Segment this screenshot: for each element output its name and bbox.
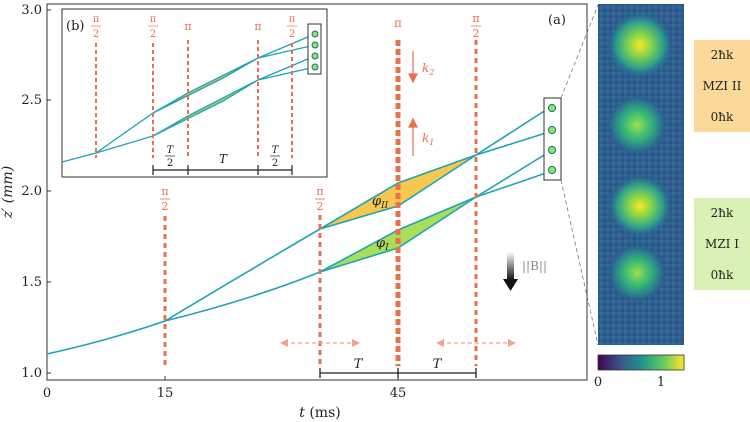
mzi1-upper-momentum: 2ħk (710, 206, 734, 221)
mzi1-label: MZI I (705, 236, 739, 251)
phase-label-lower: φI (376, 236, 389, 253)
x-axis-label: t (ms) (299, 405, 340, 421)
interval-T-2: T (433, 357, 443, 372)
inset-port (311, 41, 319, 49)
inset-frame (61, 8, 328, 178)
inset-port (311, 63, 319, 71)
k-arrows (408, 51, 418, 156)
x-axis (46, 376, 399, 380)
output-port (547, 165, 557, 175)
y-tick-2.5: 2.5 (21, 93, 42, 108)
magnetic-field-label: ||B|| (522, 259, 547, 273)
pulses-main (163, 40, 478, 366)
inset-pulses (95, 40, 293, 158)
colorbar (597, 354, 685, 371)
inset-pulse-labels: π 2 π 2 π π π 2 (91, 14, 297, 40)
y-tick-2.0: 2.0 (21, 184, 42, 199)
pulse-label-4-den: 2 (473, 27, 480, 40)
mzi2-box: 2ħk MZI II 0ħk (694, 40, 750, 132)
y-tick-1.0: 1.0 (21, 366, 42, 381)
inset-trajectories (61, 33, 316, 163)
pulse-label-1-den: 2 (162, 200, 169, 213)
output-port (547, 125, 557, 135)
output-port (547, 145, 557, 155)
inset-pulse-label: π (150, 14, 157, 25)
pulse-label-pi: π (394, 16, 402, 30)
pulse-label-2-num: π (316, 185, 323, 198)
inset-half-T: 2 (272, 158, 278, 169)
inset-half-T: 2 (167, 158, 173, 169)
atom-cloud (606, 11, 674, 79)
atom-cloud (608, 244, 666, 302)
y-tick-3.0: 3.0 (21, 3, 42, 18)
zoom-connectors (560, 4, 599, 346)
magnetic-field-arrow (503, 252, 518, 291)
pulse-labels: π 2 π 2 π π 2 (160, 12, 481, 213)
panel-a-label: (a) (548, 13, 566, 28)
inset-half-T: T (272, 145, 280, 156)
pulse-label-2-den: 2 (317, 200, 324, 213)
mzi2-lower-momentum: 0ħk (710, 109, 734, 124)
colorbar-min: 0 (594, 375, 602, 390)
x-tick-45: 45 (390, 386, 407, 401)
output-ports (547, 103, 557, 175)
inset-pulse-label: 2 (150, 29, 156, 40)
inset-port (311, 30, 319, 38)
output-port-box (543, 97, 562, 181)
inset-interval-labels: T 2 T T 2 (165, 145, 280, 169)
inset-port (311, 52, 319, 60)
mzi2-upper-momentum: 2ħk (710, 48, 734, 63)
inset-pulse-label: π (93, 14, 100, 25)
mzi1-box: 2ħk MZI I 0ħk (694, 198, 750, 290)
pulse-label-1-num: π (161, 185, 168, 198)
inset-pulse-label: π (254, 20, 261, 33)
inset-ports (311, 30, 319, 71)
inset-pulse-label: 2 (289, 29, 295, 40)
mzi2-label: MZI II (702, 78, 742, 93)
trajectories (46, 107, 550, 355)
inset-bracket (152, 165, 293, 175)
inset-pulse-label: 2 (93, 29, 99, 40)
absorption-image (598, 4, 684, 345)
timing-arrowheads (280, 339, 516, 347)
output-port (547, 103, 557, 113)
k1-label: k1 (422, 131, 434, 147)
panel-b-label: (b) (66, 19, 84, 34)
interval-bracket (319, 368, 477, 378)
colorbar-max: 1 (657, 375, 665, 390)
inset-half-T: T (167, 145, 175, 156)
y-tick-1.5: 1.5 (21, 275, 42, 290)
x-tick-0: 0 (43, 386, 51, 401)
atom-cloud (607, 95, 667, 155)
inset-pulse-label: π (289, 14, 296, 25)
interval-T-1: T (354, 357, 364, 372)
mzi1-lower-momentum: 0ħk (710, 267, 734, 282)
phase-label-upper: φII (372, 194, 389, 211)
inset-pulse-label: π (184, 20, 191, 33)
k2-label: k2 (422, 61, 434, 77)
y-axis-label: z′ (mm) (0, 166, 16, 219)
plot-frame (46, 3, 588, 381)
pulse-label-4-num: π (472, 12, 479, 25)
inset-T: T (219, 152, 228, 166)
y-axis (47, 9, 51, 374)
x-tick-15: 15 (157, 386, 174, 401)
inset-port-box (307, 23, 322, 75)
atom-cloud (607, 174, 673, 238)
